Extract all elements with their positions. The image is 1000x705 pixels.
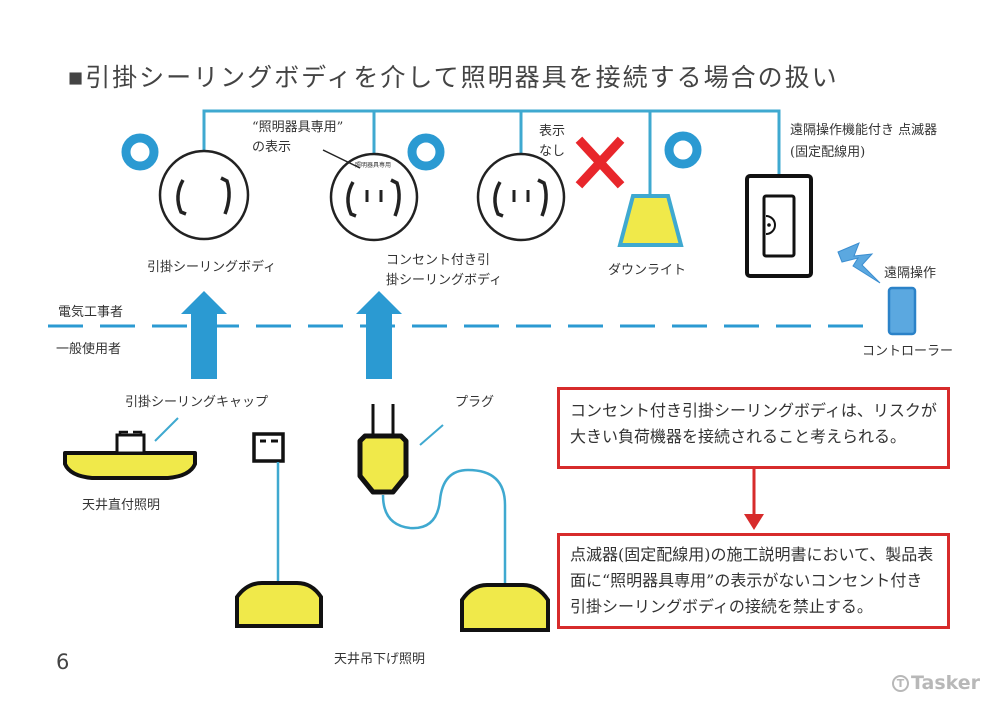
pendant-lamp-left — [235, 581, 323, 628]
ceiling-body-device — [158, 149, 250, 241]
ceiling-cap — [252, 432, 285, 463]
tasker-logo-icon: T — [892, 674, 909, 692]
wireless-signal-icon — [837, 242, 881, 284]
ng-cross-icon — [575, 136, 625, 189]
outlet-body-labeled-device — [329, 152, 419, 242]
tasker-logo: T Tasker — [892, 672, 980, 694]
marking-callout-label: “照明器具専用” の表示 — [252, 118, 343, 158]
direct-mount-fixture-label: 天井直付照明 — [82, 498, 161, 513]
controller-device — [887, 286, 917, 336]
ok-circle-icon-ceiling-body — [121, 133, 159, 171]
outlet-body-labeled-label: コンセント付き引 掛シーリングボディ — [386, 251, 502, 291]
plug-callout-line — [419, 424, 444, 446]
no-marking-line1: 表示 — [539, 124, 566, 139]
direct-mount-fixture — [63, 430, 197, 480]
general-user-label: 一般使用者 — [56, 342, 122, 357]
outlet-marking-text: 照明器具専用 — [355, 162, 392, 169]
electrician-label: 電気工事者 — [58, 305, 124, 320]
up-arrow-ceiling-body — [181, 291, 227, 379]
rule-note: 点滅器(固定配線用)の施工説明書において、製品表面に“照明器具専用”の表示がない… — [557, 533, 950, 629]
ok-circle-icon-downlight — [664, 131, 702, 169]
plug-label: プラグ — [455, 395, 495, 410]
ceiling-cap-callout-line — [154, 417, 179, 442]
pendant-lamp-right — [460, 583, 550, 632]
downlight-label: ダウンライト — [608, 263, 687, 278]
outlet-body-labeled-label-line1: コンセント付き引 — [386, 253, 491, 268]
page-title: ■引掛シーリングボディを介して照明器具を接続する場合の扱い — [68, 63, 839, 92]
marking-callout-line1: “照明器具専用” — [252, 120, 344, 135]
remote-operation-label: 遠隔操作 — [884, 266, 937, 281]
remote-dimmer-switch — [745, 174, 813, 278]
no-marking-callout-label: 表示 なし — [539, 122, 565, 162]
pendant-fixture-label: 天井吊下げ照明 — [334, 652, 426, 667]
outlet-body-unlabeled-device — [476, 152, 566, 242]
ceiling-cap-label: 引掛シーリングキャップ — [125, 395, 269, 410]
page-number: 6 — [56, 650, 70, 674]
marking-callout-line — [322, 149, 361, 169]
dimmer-switch-label: 遠隔操作機能付き 点滅器 (固定配線用) — [790, 120, 937, 164]
plug-cord — [381, 468, 507, 584]
risk-note: コンセント付き引掛シーリングボディは、リスクが大きい負荷機器を接続されること考え… — [557, 387, 950, 469]
downlight-device — [617, 194, 684, 247]
dimmer-switch-label-line2: (固定配線用) — [790, 145, 866, 160]
dimmer-switch-label-line1: 遠隔操作機能付き 点滅器 — [790, 123, 938, 138]
controller-label: コントローラー — [862, 344, 954, 359]
note-flow-arrow — [744, 469, 764, 530]
power-wiring — [202, 109, 781, 194]
ceiling-body-label: 引掛シーリングボディ — [147, 260, 277, 275]
bus-wire — [202, 109, 781, 176]
ok-circle-icon-outlet-labeled — [407, 133, 445, 171]
outlet-body-labeled-label-line2: 掛シーリングボディ — [386, 273, 503, 288]
no-marking-line2: なし — [539, 144, 566, 159]
marking-callout-line2: の表示 — [252, 140, 292, 155]
plug — [357, 404, 409, 495]
up-arrow-outlet-body — [356, 291, 402, 379]
tasker-logo-text: Tasker — [911, 672, 981, 694]
